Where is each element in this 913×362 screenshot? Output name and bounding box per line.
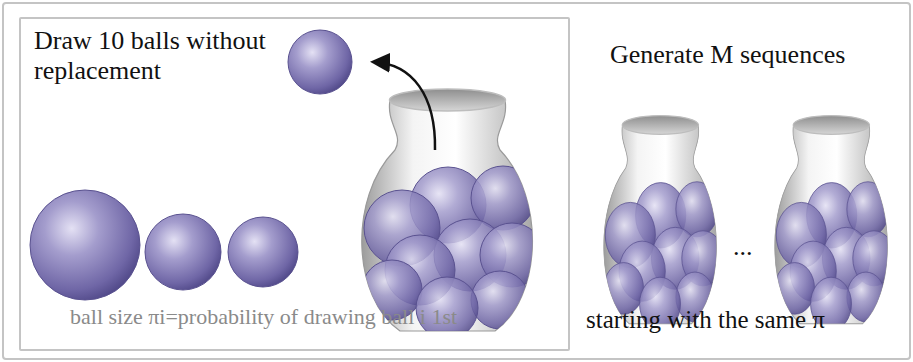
large-ball <box>30 190 140 300</box>
small-ball <box>228 217 298 287</box>
panel-heading: Draw 10 balls without replacement <box>34 26 284 86</box>
panel-caption: starting with the same π <box>586 306 908 335</box>
medium-ball <box>145 214 221 290</box>
urn <box>362 89 544 339</box>
drawn-ball <box>288 30 352 94</box>
urn-panel: Draw 10 balls without replacement ball si… <box>19 17 570 351</box>
urn <box>604 116 724 331</box>
urn <box>775 116 895 331</box>
panel-heading: Generate M sequences <box>610 40 900 70</box>
panel-caption: ball size πi=probability of drawing ball… <box>70 304 565 329</box>
draw-arrow <box>374 62 435 150</box>
ellipsis-label: ... <box>733 232 753 262</box>
